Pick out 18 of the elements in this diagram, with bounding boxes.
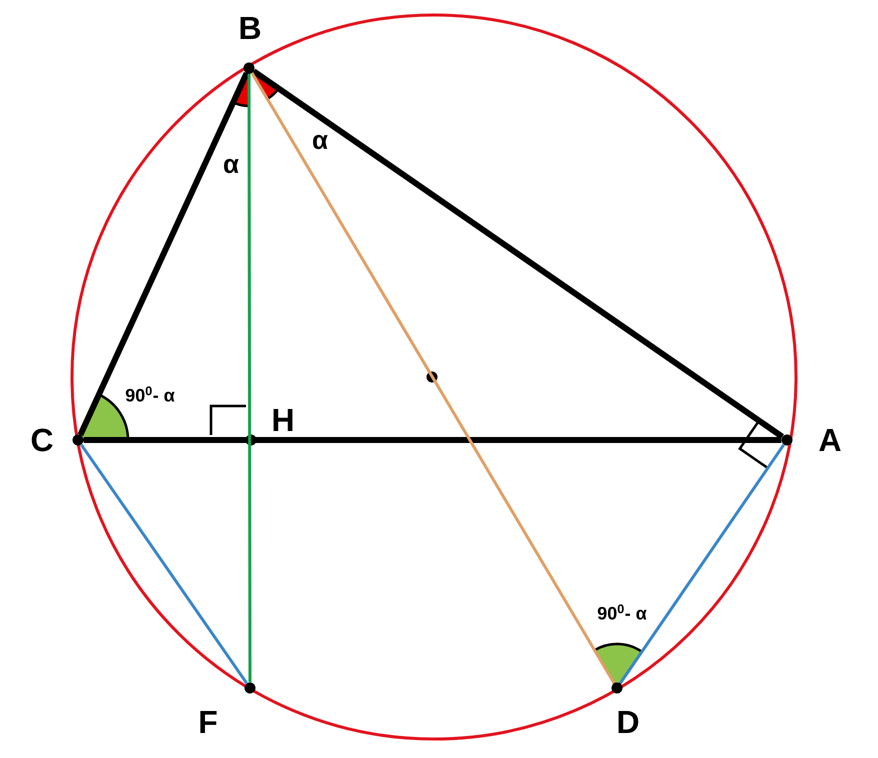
angle-label: 90$^{0}$- α [598, 604, 647, 620]
point-label: F [200, 711, 217, 733]
line-segment [84, 437, 782, 443]
line-segment [619, 444, 786, 684]
angle-label: 90$^{0}$- α [126, 386, 175, 402]
angle-label: α [313, 134, 328, 150]
line-segment [252, 68, 784, 440]
point-label: H [274, 409, 292, 431]
line-segment [78, 72, 250, 436]
line-segment [250, 72, 616, 684]
point-label: A [819, 429, 841, 451]
line-segment [248, 74, 252, 682]
angle-label: α [224, 158, 239, 174]
point-label: B [240, 17, 260, 39]
point-label: D [618, 711, 638, 733]
line-segment [80, 444, 248, 684]
point-label: C [32, 428, 53, 452]
point [426, 372, 438, 382]
